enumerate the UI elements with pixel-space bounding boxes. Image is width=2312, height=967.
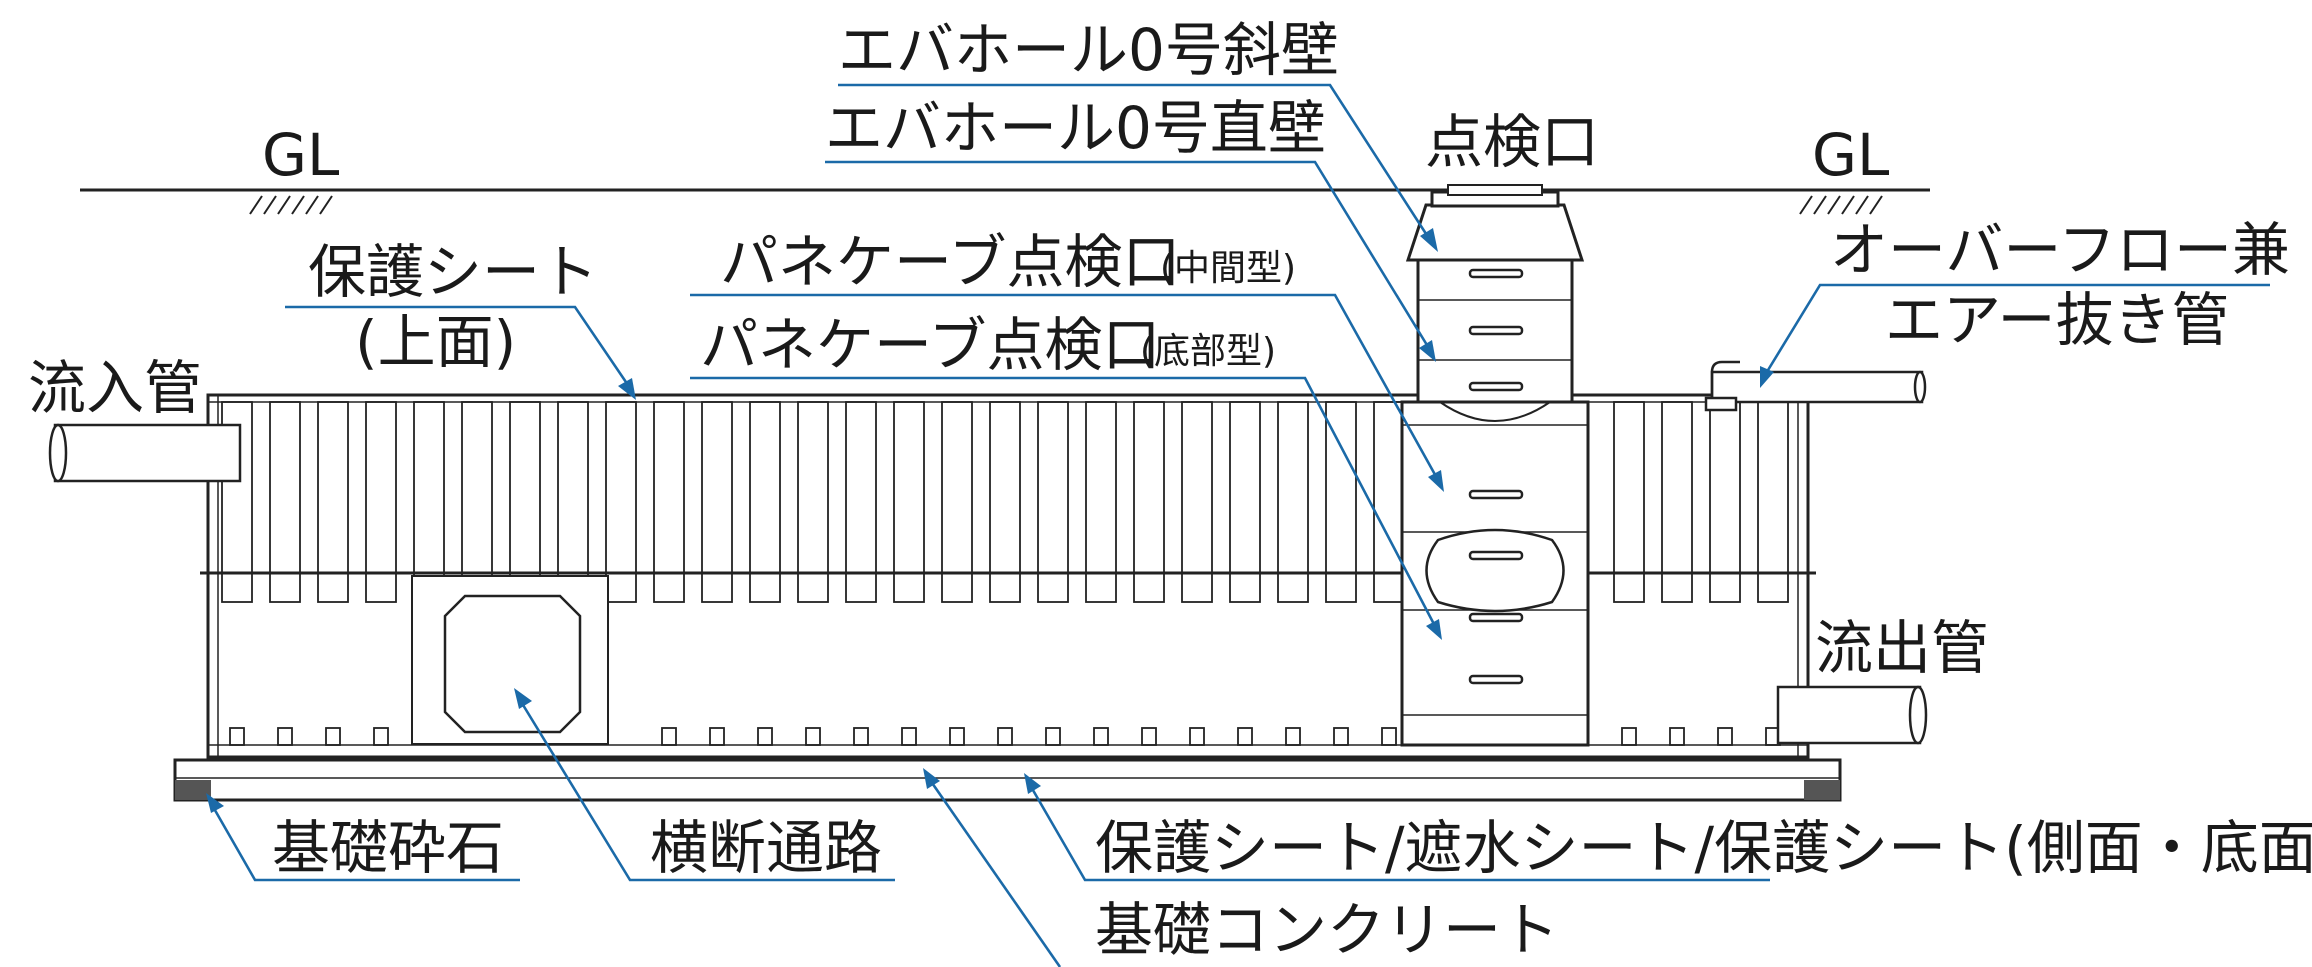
panel-stub — [1141, 727, 1157, 746]
ground-hatch-right — [1799, 195, 1883, 215]
panel-slat — [1613, 401, 1645, 603]
label-sheets-side-bottom: 保護シート/遮水シート/保護シート(側面・底面) — [1095, 814, 2312, 882]
panel-stub — [1093, 727, 1109, 746]
label-outflow-pipe: 流出管 — [1815, 614, 1989, 682]
panel-stub — [1189, 727, 1205, 746]
label-inflow-pipe: 流入管 — [28, 354, 202, 422]
panel-stub — [325, 727, 341, 746]
panel-stub — [1333, 727, 1349, 746]
label-foundation-concrete: 基礎コンクリート — [1095, 896, 1559, 964]
panel-slats-upper — [221, 401, 1789, 603]
label-gl-left: GL — [262, 121, 339, 189]
panel-slat — [221, 401, 253, 603]
panel-stub — [805, 727, 821, 746]
panel-slat — [1181, 401, 1213, 603]
panel-stub — [997, 727, 1013, 746]
panel-stub — [1285, 727, 1301, 746]
label-protect-sheet-top-2: (上面) — [355, 308, 516, 376]
label-cross-passage: 横断通路 — [650, 814, 882, 882]
label-panecave-bottom: パネケーブ点検口 — [700, 311, 1161, 379]
panel-slat — [317, 401, 349, 603]
panel-slat — [1277, 401, 1309, 603]
panel-slat — [797, 401, 829, 603]
panel-slats-lower — [229, 727, 1781, 746]
label-evahole-slope: エバホール0号斜壁 — [838, 16, 1339, 84]
panel-slat — [749, 401, 781, 603]
panel-stub — [1669, 727, 1685, 746]
panel-stub — [709, 727, 725, 746]
crushed-stone-left — [175, 780, 211, 800]
shaft-handles — [1468, 268, 1524, 685]
panel-slat — [1133, 401, 1165, 603]
panel-slat — [365, 401, 397, 603]
label-crushed-stone: 基礎砕石 — [272, 814, 504, 882]
panel-stub — [277, 727, 293, 746]
foundation-concrete-slab — [173, 758, 1842, 802]
leader-lines — [206, 83, 2270, 967]
inspection-shaft — [1400, 184, 1590, 747]
panel-slat — [269, 401, 301, 603]
crushed-stone-right — [1804, 780, 1840, 800]
label-overflow-2: エアー抜き管 — [1885, 286, 2230, 354]
panel-slat — [845, 401, 877, 603]
panel-stub — [1237, 727, 1253, 746]
panel-slat — [1037, 401, 1069, 603]
panel-stub — [757, 727, 773, 746]
panel-slat — [1229, 401, 1261, 603]
label-panecave-mid-sub: (中間型) — [1160, 248, 1296, 289]
cross-passage-octagon — [443, 594, 582, 734]
panel-stub — [1381, 727, 1397, 746]
label-protect-sheet-top-1: 保護シート — [308, 238, 598, 306]
panel-slat — [1661, 401, 1693, 603]
label-inspection-port: 点検口 — [1425, 108, 1599, 176]
panel-slat — [701, 401, 733, 603]
panel-stub — [853, 727, 869, 746]
panel-slat — [1085, 401, 1117, 603]
label-panecave-mid: パネケーブ点検口 — [720, 228, 1181, 296]
panel-stub — [901, 727, 917, 746]
overflow-pipe — [1704, 360, 1927, 412]
label-gl-right: GL — [1812, 121, 1889, 189]
panel-slat — [653, 401, 685, 603]
inflow-pipe — [48, 423, 242, 483]
panel-slat — [989, 401, 1021, 603]
panel-stub — [1717, 727, 1733, 746]
ground-hatch-left — [249, 195, 333, 215]
panel-stub — [229, 727, 245, 746]
panel-stub — [949, 727, 965, 746]
panel-stub — [1045, 727, 1061, 746]
panel-stub — [661, 727, 677, 746]
label-overflow-1: オーバーフロー兼 — [1830, 216, 2290, 284]
panel-slat — [605, 401, 637, 603]
label-evahole-straight: エバホール0号直壁 — [825, 94, 1326, 162]
panel-slat — [893, 401, 925, 603]
panel-stub — [1621, 727, 1637, 746]
panel-slat — [1325, 401, 1357, 603]
panel-slat — [941, 401, 973, 603]
panel-stub — [373, 727, 389, 746]
outflow-pipe — [1776, 685, 1928, 745]
label-panecave-bottom-sub: (底部型) — [1140, 331, 1276, 372]
